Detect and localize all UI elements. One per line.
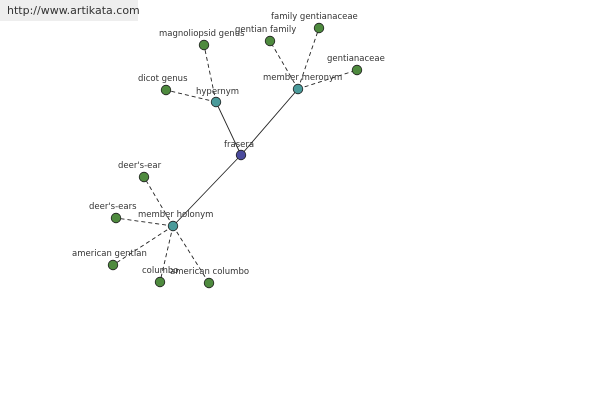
edge-member-meronym-gentian-family xyxy=(269,40,299,90)
center-node-frasera[interactable] xyxy=(235,149,247,161)
leaf-node-columbo-label: columbo xyxy=(142,266,179,276)
graph-labels: magnoliopsid genus dicot genus family gent… xyxy=(72,12,385,277)
url-banner[interactable]: http://www.artikata.com xyxy=(0,0,140,21)
edge-hypernym-dicot-genus xyxy=(165,89,217,103)
leaf-node-gentian-family[interactable] xyxy=(264,35,276,47)
relation-node-member-holonym[interactable] xyxy=(167,220,179,232)
leaf-node-deers-ear[interactable] xyxy=(138,171,150,183)
leaf-node-family-gentianaceae[interactable] xyxy=(313,22,325,34)
leaf-node-deers-ears[interactable] xyxy=(110,212,122,224)
leaf-node-american-gentian-label: american gentian xyxy=(72,249,147,259)
leaf-node-dicot-genus[interactable] xyxy=(160,84,172,96)
leaf-node-deers-ears-label: deer's-ears xyxy=(89,202,137,212)
leaf-node-magnoliopsid-genus-label: magnoliopsid genus xyxy=(159,29,245,39)
edge-member-holonym-american-gentian xyxy=(112,225,174,266)
leaf-node-family-gentianaceae-label: family gentianaceae xyxy=(271,12,358,22)
edge-member-holonym-columbo xyxy=(159,225,174,283)
leaf-node-magnoliopsid-genus[interactable] xyxy=(198,39,210,51)
graph-nodes xyxy=(107,22,363,289)
leaf-node-deers-ear-label: deer's-ear xyxy=(118,161,162,171)
leaf-node-columbo[interactable] xyxy=(154,276,166,288)
relation-node-member-meronym[interactable] xyxy=(292,83,304,95)
leaf-node-gentianaceae-label: gentianaceae xyxy=(327,54,385,64)
edge-hypernym-magnoliopsid-genus xyxy=(203,44,217,103)
leaf-node-american-gentian[interactable] xyxy=(107,259,119,271)
edge-member-holonym-deers-ears xyxy=(115,217,174,227)
center-node-frasera-label: frasera xyxy=(224,140,254,150)
relation-node-hypernym[interactable] xyxy=(210,96,222,108)
edge-member-holonym-american-columbo xyxy=(172,225,210,284)
leaf-node-american-columbo[interactable] xyxy=(203,277,215,289)
leaf-node-dicot-genus-label: dicot genus xyxy=(138,74,188,84)
graph-edges xyxy=(112,27,358,284)
relation-node-member-holonym-label: member holonym xyxy=(138,210,213,220)
relation-node-hypernym-label: hypernym xyxy=(196,87,239,97)
edge-member-meronym-family-gentianaceae xyxy=(297,27,320,90)
edge-member-holonym-deers-ear xyxy=(143,176,174,227)
leaf-node-gentian-family-label: gentian family xyxy=(235,25,296,35)
leaf-node-gentianaceae[interactable] xyxy=(351,64,363,76)
leaf-node-american-columbo-label: american columbo xyxy=(170,267,249,277)
edge-frasera-member-meronym xyxy=(240,88,299,156)
edge-frasera-hypernym xyxy=(215,101,242,156)
edge-frasera-member-holonym xyxy=(172,154,242,227)
edge-member-meronym-gentianaceae xyxy=(297,69,358,90)
relation-node-member-meronym-label: member meronym xyxy=(263,73,342,83)
